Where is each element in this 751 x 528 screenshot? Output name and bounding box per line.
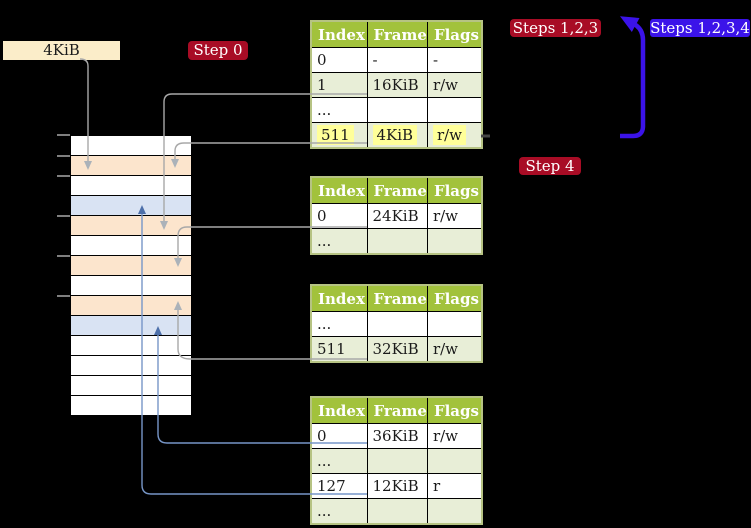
table-cell: r/w <box>426 203 483 229</box>
badge-steps-1-2-3-4: Steps 1,2,3,4 <box>650 19 750 37</box>
arrow-loop-steps-1-2-3-4 <box>620 16 646 139</box>
highlighted-value: r/w <box>432 125 467 145</box>
address-tick <box>57 155 70 157</box>
table-cell <box>366 448 428 474</box>
table-cell: 24KiB <box>366 203 428 229</box>
table-row: ... <box>310 311 483 337</box>
table-row: 511 4KiB r/w <box>310 122 483 149</box>
table-cell: r <box>426 473 483 499</box>
address-tick <box>57 175 70 177</box>
table-cell: 0 <box>310 423 368 449</box>
column-header-frame: Frame <box>366 177 428 204</box>
memory-frame-row-orange <box>71 296 191 316</box>
address-tick <box>57 134 70 136</box>
address-tick <box>57 295 70 297</box>
memory-frame-row-white <box>71 356 191 376</box>
table-cell <box>366 97 428 123</box>
table-cell: r/w <box>426 122 483 149</box>
memory-frame-row-blue <box>71 196 191 216</box>
address-tick <box>57 215 70 217</box>
table-cell <box>366 228 428 255</box>
table-cell: r/w <box>426 72 483 98</box>
table-cell <box>366 498 428 525</box>
table-cell: ... <box>310 498 368 525</box>
memory-frame-row-orange <box>71 256 191 276</box>
table-cell <box>426 311 483 337</box>
memory-frame-row-white <box>71 136 191 156</box>
table-cell: 32KiB <box>366 336 428 363</box>
column-header-frame: Frame <box>366 397 428 424</box>
column-header-flags: Flags <box>426 177 483 204</box>
table-cell: r/w <box>426 423 483 449</box>
column-header-index: Index <box>310 285 368 312</box>
badge-step-0: Step 0 <box>188 41 248 60</box>
table-row: 0-- <box>310 47 483 73</box>
column-header-index: Index <box>310 397 368 424</box>
column-header-flags: Flags <box>426 397 483 424</box>
table-cell: 0 <box>310 47 368 73</box>
table-cell: 4KiB <box>366 122 428 149</box>
table-cell <box>366 311 428 337</box>
column-header-flags: Flags <box>426 285 483 312</box>
table-row: ... <box>310 228 483 255</box>
table-cell: 127 <box>310 473 368 499</box>
column-header-frame: Frame <box>366 285 428 312</box>
memory-frame-row-white <box>71 336 191 356</box>
memory-frame-row-white <box>71 376 191 396</box>
badge-step-4: Step 4 <box>519 157 581 175</box>
table-cell: 0 <box>310 203 368 229</box>
memory-frame-row-blue <box>71 316 191 336</box>
table-cell: ... <box>310 97 368 123</box>
table-cell: 1 <box>310 72 368 98</box>
table-row: ... <box>310 97 483 123</box>
memory-frame-row-white <box>71 396 191 415</box>
column-header-index: Index <box>310 177 368 204</box>
memory-frame-row-white <box>71 176 191 196</box>
table-cell <box>426 97 483 123</box>
table-cell: 16KiB <box>366 72 428 98</box>
table-row: ... <box>310 448 483 474</box>
frame-size-label: 4KiB <box>3 41 120 60</box>
table-cell: 36KiB <box>366 423 428 449</box>
table-cell: ... <box>310 311 368 337</box>
table-cell <box>426 228 483 255</box>
address-tick <box>57 255 70 257</box>
column-header-flags: Flags <box>426 21 483 48</box>
table-cell: 511 <box>310 122 368 149</box>
column-header-frame: Frame <box>366 21 428 48</box>
table-cell: ... <box>310 448 368 474</box>
table-cell: - <box>426 47 483 73</box>
memory-frame-row-white <box>71 276 191 296</box>
highlighted-value: 4KiB <box>372 125 418 145</box>
table-cell: 511 <box>310 336 368 363</box>
highlighted-value: 511 <box>317 125 354 145</box>
table-cell: 12KiB <box>366 473 428 499</box>
badge-steps-1-2-3: Steps 1,2,3 <box>510 19 601 37</box>
memory-frame-row-orange <box>71 216 191 236</box>
table-cell <box>426 448 483 474</box>
table-cell: ... <box>310 228 368 255</box>
physical-memory-column <box>70 135 192 416</box>
table-cell: r/w <box>426 336 483 363</box>
table-row: ... <box>310 498 483 525</box>
table-cell: - <box>366 47 428 73</box>
column-header-index: Index <box>310 21 368 48</box>
memory-frame-row-orange <box>71 156 191 176</box>
table-cell <box>426 498 483 525</box>
memory-frame-row-white <box>71 236 191 256</box>
